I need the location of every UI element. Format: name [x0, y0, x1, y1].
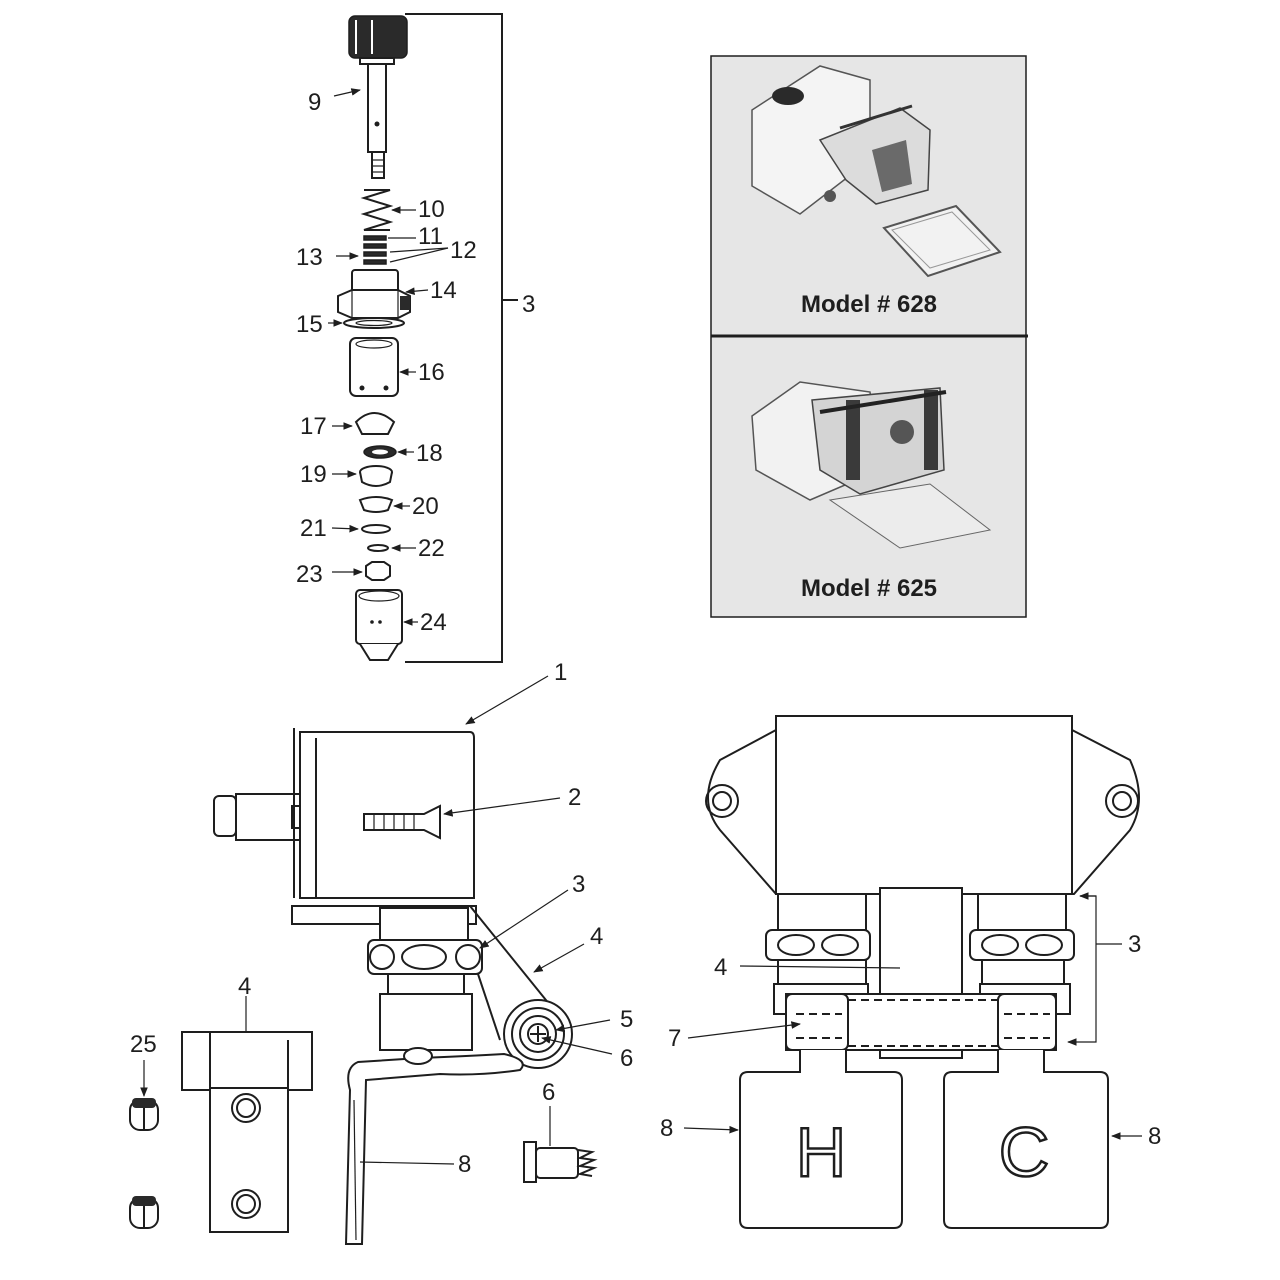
front-housing-box	[775, 715, 1073, 895]
callout-15: 15	[296, 311, 323, 338]
callout-9: 9	[308, 89, 321, 116]
model-628-image	[751, 65, 1002, 278]
part-14-hex-nut	[337, 269, 411, 319]
callout-5: 5	[620, 1006, 633, 1033]
mount-hole-right	[1105, 784, 1139, 818]
callout-24: 24	[420, 609, 447, 636]
callout-17: 17	[300, 413, 327, 440]
assembly-bracket	[405, 13, 503, 663]
part-19-seat	[359, 465, 393, 487]
pedal-hot-letter: H	[796, 1113, 847, 1191]
callout-6-valve: 6	[620, 1045, 633, 1072]
part-18-ring-hole	[372, 449, 388, 455]
callout-7: 7	[668, 1025, 681, 1052]
callout-8-left-pedal: 8	[660, 1115, 673, 1142]
callout-16: 16	[418, 359, 445, 386]
callout-6-screw: 6	[542, 1079, 555, 1106]
valve-lower-body	[379, 993, 473, 1051]
model-photo-panels: Model # 628 Model # 625	[710, 55, 1028, 618]
pedal-hot	[739, 1050, 903, 1229]
part-6-screw-detail: 6	[523, 1079, 598, 1183]
model-625-image	[751, 381, 992, 549]
part-4-arm-lower	[477, 973, 501, 1041]
part-8-lever	[344, 1052, 524, 1245]
callout-10: 10	[418, 196, 445, 223]
model-625-caption: Model # 625	[801, 575, 937, 602]
callout-4-bracket: 4	[238, 973, 251, 1000]
part-21-washer	[361, 524, 391, 534]
part-9-stem	[348, 15, 408, 179]
callout-23: 23	[296, 561, 323, 588]
part-16-sleeve	[349, 337, 399, 397]
callout-21: 21	[300, 515, 327, 542]
part-23-nut	[365, 561, 391, 581]
callout-3-valve: 3	[572, 871, 585, 898]
pedal-cold	[943, 1050, 1109, 1229]
part-4-arm-upper	[469, 905, 555, 1011]
left-valve-nut	[765, 929, 871, 961]
part-15-washer-hole	[355, 319, 393, 327]
valve-inlet-cap	[213, 795, 237, 837]
part-20-cup	[358, 496, 394, 513]
right-valve-nut	[969, 929, 1075, 961]
model-628-caption: Model # 628	[801, 291, 937, 318]
callout-20: 20	[412, 493, 439, 520]
callout-12: 12	[450, 237, 477, 264]
callout-14: 14	[430, 277, 457, 304]
part-2-screw	[363, 804, 441, 840]
part-25-screws: 25	[129, 1031, 159, 1229]
part-22-washer	[367, 544, 389, 552]
cartridge-exploded-stack: 9 10 11 12 13 14 3 15 16 17 18 19 20 21 …	[296, 13, 535, 663]
part-10-spring	[360, 189, 394, 231]
callout-13: 13	[296, 244, 323, 271]
part-5-pivot	[503, 999, 573, 1069]
callout-4-valve: 4	[590, 923, 603, 950]
part-8-lever-knuckle	[403, 1047, 433, 1065]
callout-18: 18	[416, 440, 443, 467]
callout-3-assembly: 3	[522, 291, 535, 318]
part-3-valve-nut	[367, 939, 483, 975]
right-valve-neck	[977, 893, 1067, 931]
callout-4-front: 4	[714, 954, 727, 981]
callout-3-front: 3	[1128, 931, 1141, 958]
left-valve-neck	[777, 893, 867, 931]
valve-side-view: 1 2 3 4 5 6 8	[213, 659, 633, 1245]
part-11-13-rings	[363, 235, 387, 265]
valve-neck	[379, 907, 469, 941]
callout-1: 1	[554, 659, 567, 686]
callout-19: 19	[300, 461, 327, 488]
valve-front-view: H C 3 4 7 8 8	[660, 715, 1161, 1229]
callout-2: 2	[568, 784, 581, 811]
part-15-washer	[343, 317, 405, 329]
callout-11: 11	[418, 223, 443, 250]
callout-22: 22	[418, 535, 445, 562]
pedal-cold-letter: C	[999, 1113, 1050, 1191]
mount-hole-left	[705, 784, 739, 818]
part-17-cone-seat	[354, 412, 396, 435]
callout-8-lever: 8	[458, 1151, 471, 1178]
callout-8-right-pedal: 8	[1148, 1123, 1161, 1150]
part-24-body	[355, 589, 403, 661]
callout-25: 25	[130, 1031, 157, 1058]
mounting-bracket: 4	[181, 973, 313, 1233]
part-4-bracket-top	[181, 1031, 313, 1091]
